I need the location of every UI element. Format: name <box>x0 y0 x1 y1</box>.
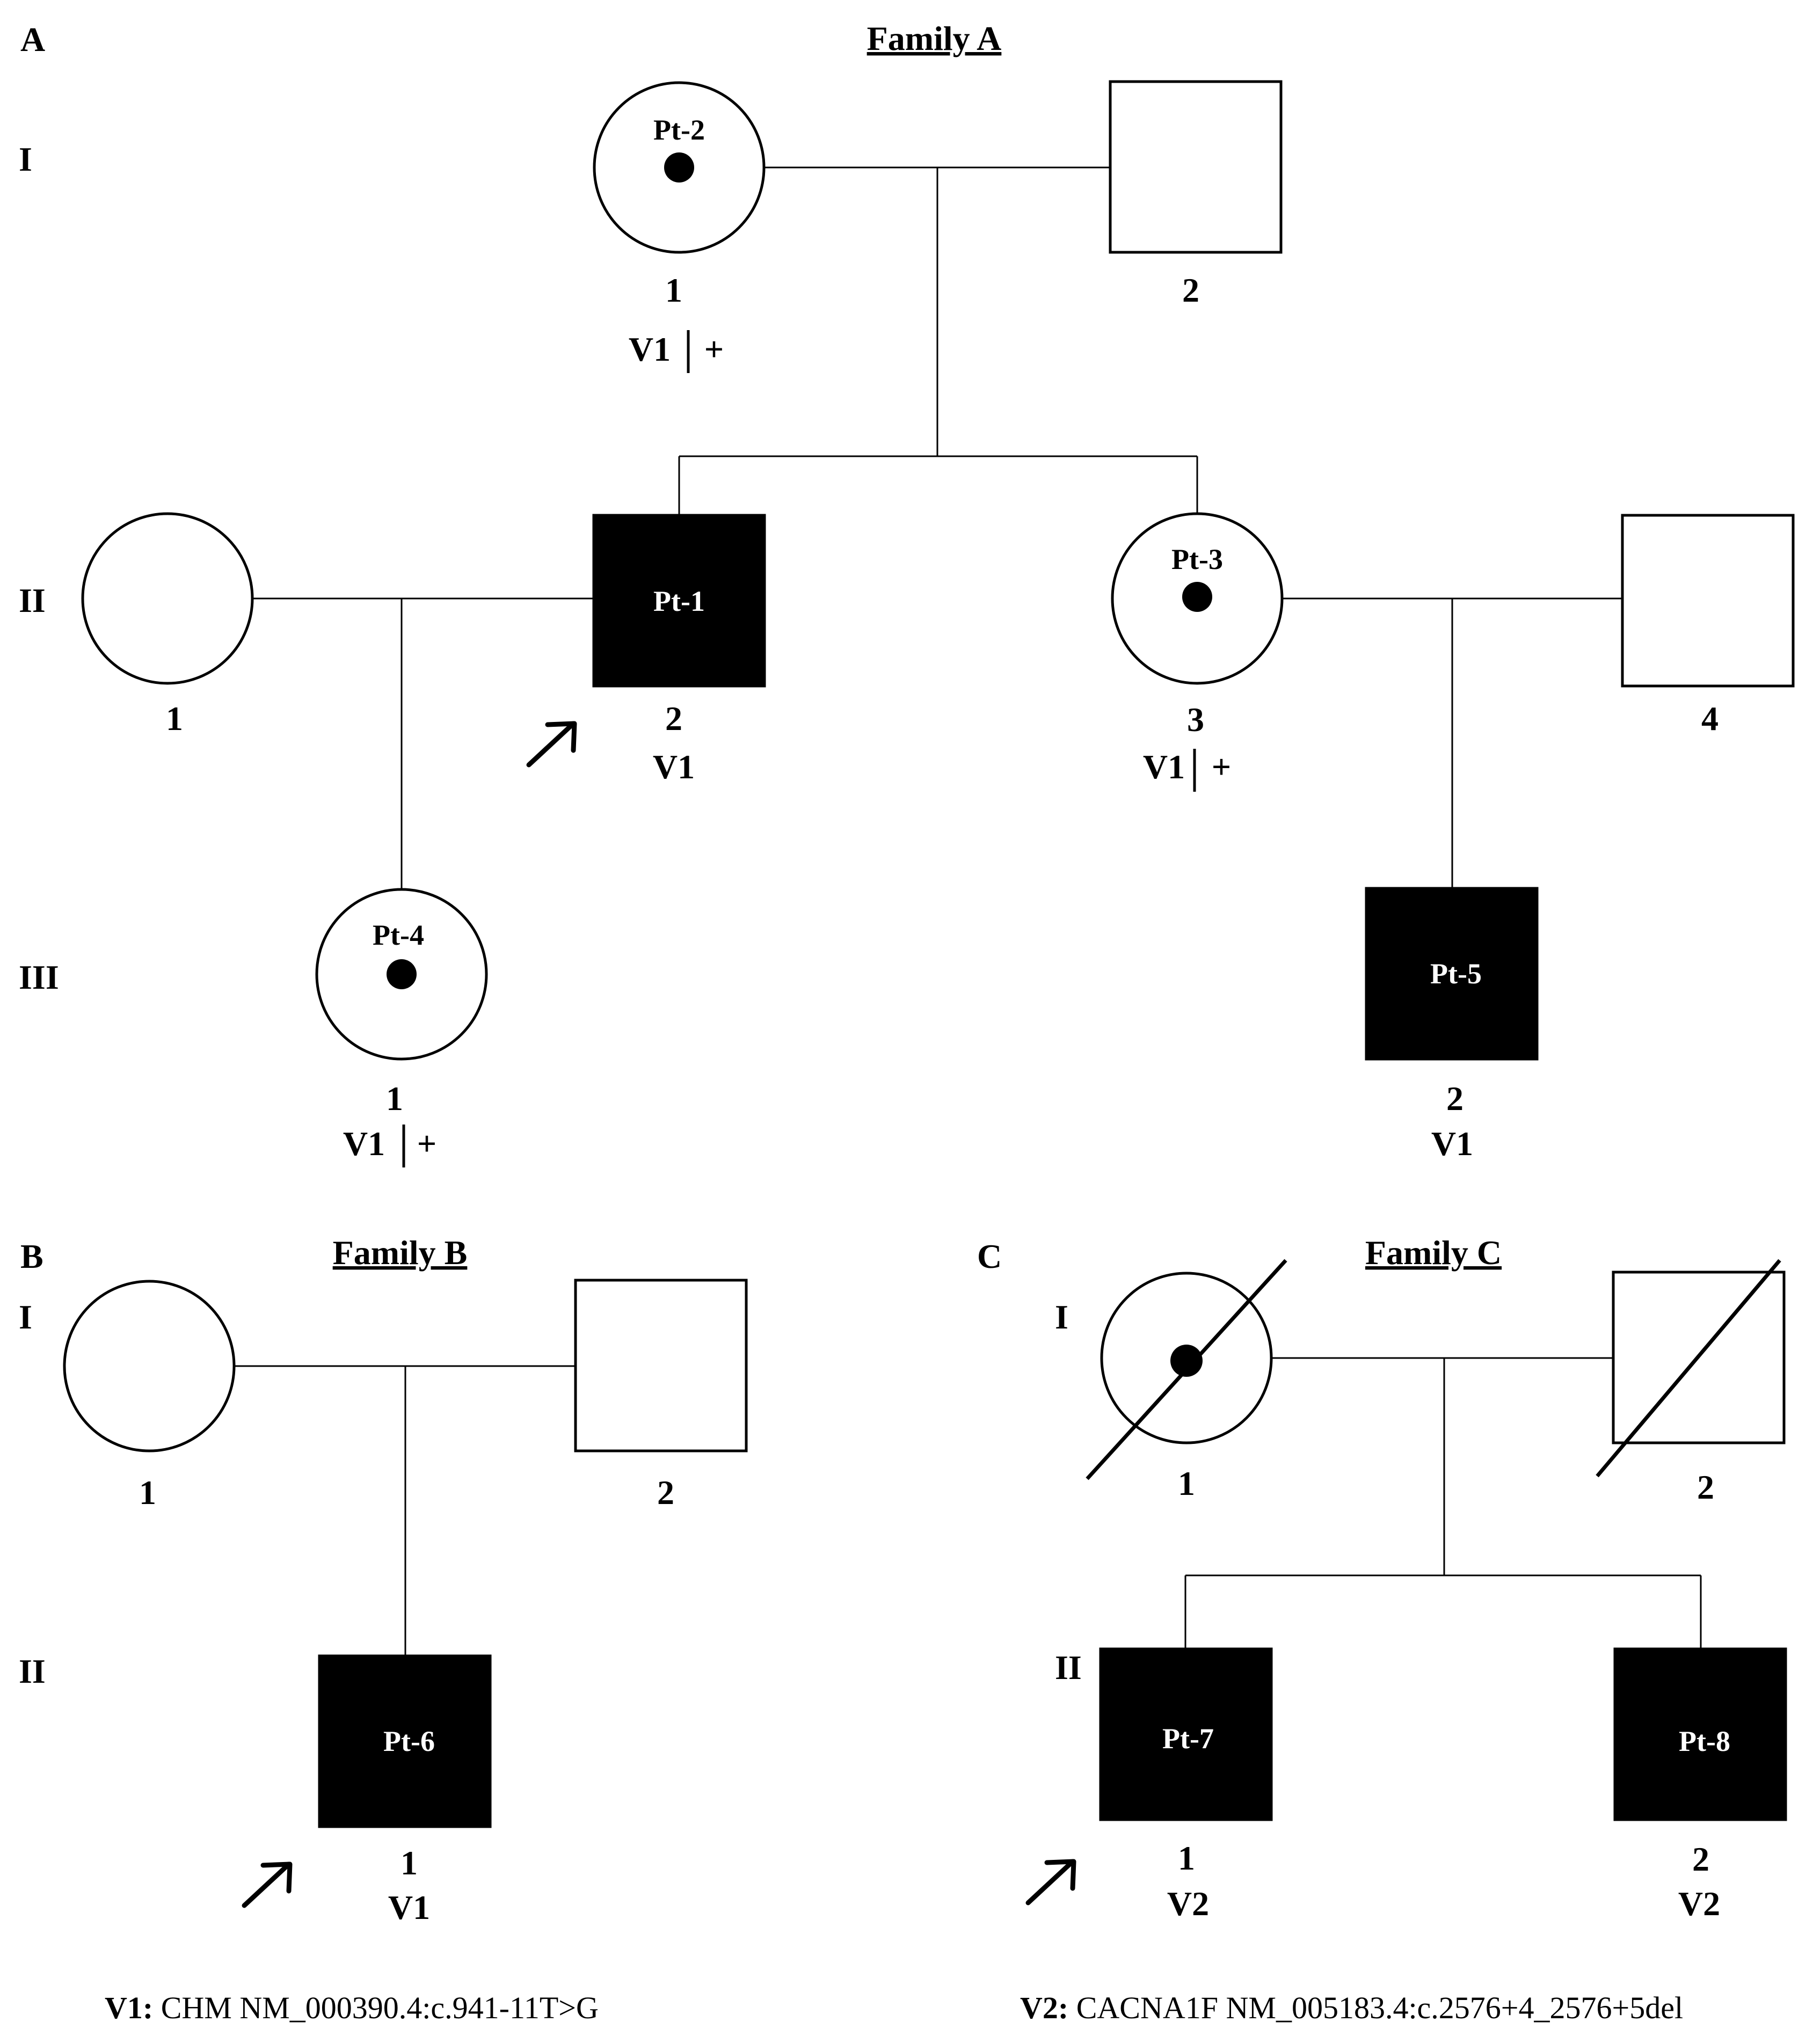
variant-legend: V1: CHM NM_000390.4:c.941-11T>G V2: CACN… <box>105 1990 1683 2025</box>
genotype: V1 <box>388 1888 430 1926</box>
individual-number: 2 <box>665 699 682 738</box>
legend-v1: V1: CHM NM_000390.4:c.941-11T>G <box>105 1990 599 2025</box>
genotype-allele-2: + <box>417 1125 436 1163</box>
deceased-slash <box>1596 1259 1781 1478</box>
panel-c: C Family C I II 1 2 Pt-7 1 V2 <box>977 1233 1787 1923</box>
individual-number: 1 <box>386 1079 403 1118</box>
individual-a-iii1: Pt-4 1 V1 + <box>315 888 488 1167</box>
generation-label-a-2: II <box>19 581 46 619</box>
individual-b-i1: 1 <box>63 1280 236 1512</box>
male-symbol <box>1621 514 1795 688</box>
individual-number: 2 <box>1692 1840 1709 1878</box>
individual-c-ii2: Pt-8 2 V2 <box>1613 1647 1787 1923</box>
panel-letter-b: B <box>20 1237 43 1275</box>
individual-number: 1 <box>401 1844 418 1882</box>
affected-male-symbol <box>592 514 766 688</box>
individual-a-i2: 2 <box>1109 80 1283 309</box>
individual-number: 2 <box>1182 271 1199 309</box>
genotype: V1 <box>653 748 695 786</box>
individual-a-iii2: Pt-5 2 V1 <box>1365 887 1539 1163</box>
individual-c-i2: 2 <box>1596 1259 1786 1506</box>
affected-male-symbol <box>1613 1647 1787 1821</box>
legend-v2-key: V2: <box>1020 1990 1068 2025</box>
generation-label-b-1: I <box>19 1298 32 1336</box>
genotype-allele-1: V1 <box>1143 748 1185 786</box>
carrier-dot <box>1170 1345 1203 1377</box>
panel-a: A Family A I II III Pt-2 1 V1 + 2 <box>19 19 1795 1167</box>
individual-a-ii3: Pt-3 3 V1 + <box>1111 512 1284 792</box>
generation-label-b-2: II <box>19 1652 46 1690</box>
generation-label-a-3: III <box>19 958 59 996</box>
male-symbol <box>1109 80 1283 254</box>
individual-c-i1: 1 <box>1086 1259 1287 1502</box>
individual-number: 2 <box>657 1473 674 1512</box>
proband-arrow-shaft <box>242 1862 292 1908</box>
individual-number: 1 <box>166 699 183 738</box>
legend-v2-text: CACNA1F NM_005183.4:c.2576+4_2576+5del <box>1068 1990 1683 2025</box>
individual-b-i2: 2 <box>574 1279 748 1512</box>
patient-label: Pt-5 <box>1430 958 1482 990</box>
genotype: V1 <box>1431 1125 1473 1163</box>
individual-a-ii4: 4 <box>1621 514 1795 738</box>
individual-number: 2 <box>1697 1468 1714 1506</box>
family-a-title: Family A <box>867 19 1002 57</box>
individual-number: 1 <box>1178 1839 1195 1877</box>
generation-label-a-1: I <box>19 140 32 178</box>
female-symbol <box>63 1280 236 1452</box>
proband-arrow-c <box>1025 1859 1076 1906</box>
patient-label: Pt-7 <box>1162 1722 1214 1755</box>
proband-arrow-head <box>545 721 577 753</box>
patient-label: Pt-8 <box>1679 1725 1730 1757</box>
affected-male-symbol <box>1099 1647 1273 1821</box>
proband-arrow-b <box>242 1862 293 1908</box>
panel-letter-c: C <box>977 1237 1002 1275</box>
individual-number: 1 <box>139 1473 156 1512</box>
individual-number: 1 <box>1178 1464 1195 1502</box>
genotype-allele-1: V1 <box>629 330 671 368</box>
patient-label: Pt-1 <box>653 585 705 617</box>
individual-c-ii1: Pt-7 1 V2 <box>1099 1647 1273 1923</box>
proband-arrow-head <box>1044 1859 1076 1891</box>
panel-letter-a: A <box>20 20 45 59</box>
individual-number: 3 <box>1187 700 1204 739</box>
generation-label-c-1: I <box>1055 1298 1068 1336</box>
proband-arrow-shaft <box>526 721 576 768</box>
male-symbol <box>574 1279 748 1452</box>
individual-number: 2 <box>1446 1079 1463 1118</box>
patient-label: Pt-3 <box>1171 543 1223 575</box>
genotype-allele-2: + <box>1212 748 1231 786</box>
carrier-dot <box>664 152 694 182</box>
individual-a-ii1: 1 <box>81 512 254 738</box>
patient-label: Pt-2 <box>653 114 705 146</box>
genotype-allele-2: + <box>704 330 724 368</box>
proband-arrow-shaft <box>1025 1859 1075 1906</box>
legend-v1-text: CHM NM_000390.4:c.941-11T>G <box>153 1990 599 2025</box>
panel-b: B Family B I II 1 2 Pt-6 1 V1 <box>19 1233 748 1926</box>
affected-male-symbol <box>1365 887 1539 1061</box>
individual-number: 1 <box>665 271 682 309</box>
carrier-dot <box>1182 582 1212 612</box>
proband-arrow-a <box>526 721 577 768</box>
individual-a-ii2: Pt-1 2 V1 <box>592 514 766 786</box>
patient-label: Pt-4 <box>373 919 424 951</box>
individual-b-ii1: Pt-6 1 V1 <box>318 1654 492 1926</box>
legend-v1-key: V1: <box>105 1990 153 2025</box>
affected-male-symbol <box>318 1654 492 1828</box>
carrier-dot <box>387 959 417 989</box>
female-symbol <box>81 512 254 685</box>
genotype: V2 <box>1167 1885 1209 1923</box>
individual-number: 4 <box>1701 699 1719 738</box>
deceased-slash <box>1086 1259 1287 1480</box>
proband-arrow-head <box>260 1862 293 1894</box>
legend-v2: V2: CACNA1F NM_005183.4:c.2576+4_2576+5d… <box>1020 1990 1683 2025</box>
genotype: V2 <box>1678 1885 1720 1923</box>
family-b-title: Family B <box>333 1233 468 1272</box>
family-c-title: Family C <box>1365 1233 1502 1272</box>
generation-label-c-2: II <box>1055 1648 1082 1687</box>
genotype-allele-1: V1 <box>343 1125 385 1163</box>
patient-label: Pt-6 <box>383 1725 435 1757</box>
individual-a-i1: Pt-2 1 V1 + <box>593 81 766 373</box>
